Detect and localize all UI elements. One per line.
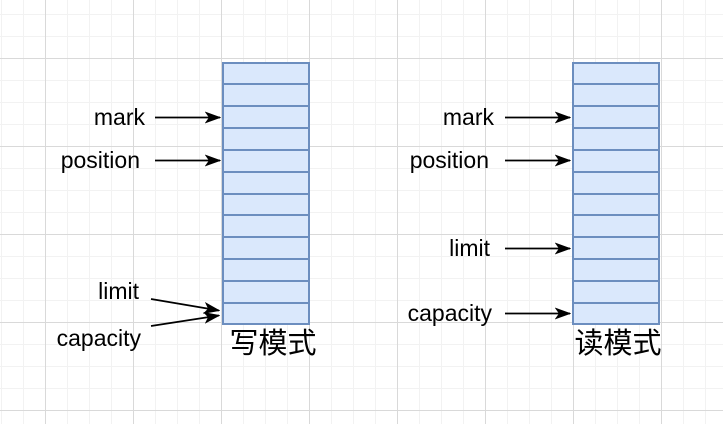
buffer-stack-read[interactable]	[572, 62, 660, 325]
read-mode-capacity-label[interactable]: capacity	[407, 299, 492, 326]
cell-divider	[224, 280, 308, 283]
cell-divider	[574, 258, 658, 261]
cell-divider	[574, 302, 658, 305]
mode-label-write[interactable]: 写模式	[229, 328, 317, 360]
mode-label-read[interactable]: 读模式	[574, 328, 662, 360]
cell-divider	[224, 82, 308, 85]
cell-divider	[224, 258, 308, 261]
cell-divider	[574, 280, 658, 283]
cell-divider	[574, 104, 658, 107]
read-mode-position-label[interactable]: position	[409, 146, 489, 173]
cell-divider	[574, 126, 658, 129]
cell-divider	[574, 170, 658, 173]
cell-divider	[224, 104, 308, 107]
cell-divider	[574, 82, 658, 85]
cell-divider	[574, 192, 658, 195]
cell-divider	[224, 192, 308, 195]
cell-divider	[224, 214, 308, 217]
cell-divider	[224, 170, 308, 173]
write-mode-mark-label[interactable]: mark	[93, 103, 145, 130]
cell-divider	[224, 126, 308, 129]
cell-divider	[574, 236, 658, 239]
buffer-stack-write[interactable]	[222, 62, 310, 325]
write-mode-limit-arrow[interactable]	[150, 298, 219, 311]
write-mode-position-label[interactable]: position	[60, 146, 140, 173]
write-mode-limit-label[interactable]: limit	[98, 277, 139, 304]
read-mode-limit-label[interactable]: limit	[449, 234, 490, 261]
cell-divider	[224, 148, 308, 151]
write-mode-capacity-arrow[interactable]	[150, 316, 219, 327]
read-mode-mark-label[interactable]: mark	[442, 103, 494, 130]
write-mode-capacity-label[interactable]: capacity	[56, 324, 141, 351]
cell-divider	[224, 236, 308, 239]
cell-divider	[574, 148, 658, 151]
cell-divider	[224, 302, 308, 305]
cell-divider	[574, 214, 658, 217]
